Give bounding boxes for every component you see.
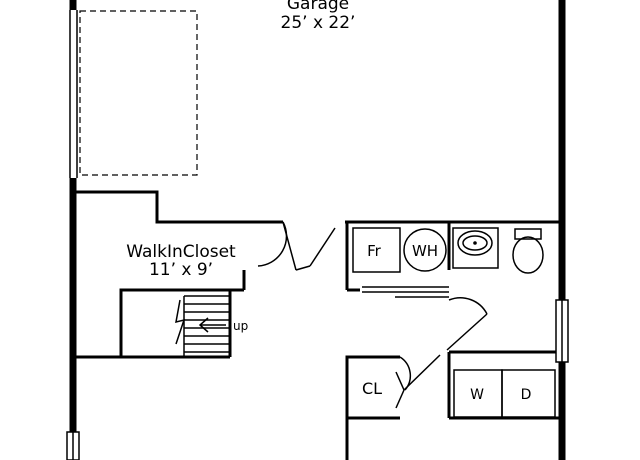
windows xyxy=(66,299,569,460)
closet-label: CL xyxy=(362,379,382,398)
toilet-icon xyxy=(512,228,544,274)
interior-walls xyxy=(75,190,562,460)
door-swings xyxy=(257,221,488,409)
walkin-closet-size: 11’ x 9’ xyxy=(149,260,213,280)
staircase xyxy=(175,295,230,357)
walkin-closet-name: WalkInCloset xyxy=(126,242,236,262)
stairs-up-arrow xyxy=(198,317,226,333)
stairs-direction-label: up xyxy=(233,319,248,333)
sink-vanity xyxy=(452,227,499,269)
dryer-box xyxy=(501,369,556,418)
garage-side-opening xyxy=(69,10,78,178)
water-heater-label: WH xyxy=(412,242,438,260)
garage-parking-outline xyxy=(79,10,198,176)
garage-name: Garage xyxy=(287,0,349,14)
water-heater-circle xyxy=(403,228,447,272)
exterior-walls xyxy=(69,0,566,460)
garage-size: 25’ x 22’ xyxy=(281,13,356,33)
washer-label: W xyxy=(470,387,484,403)
sink-basin-icon xyxy=(457,230,493,256)
dryer-label: D xyxy=(521,387,532,403)
furnace-label: Fr xyxy=(367,242,382,260)
furnace-box xyxy=(352,227,401,273)
